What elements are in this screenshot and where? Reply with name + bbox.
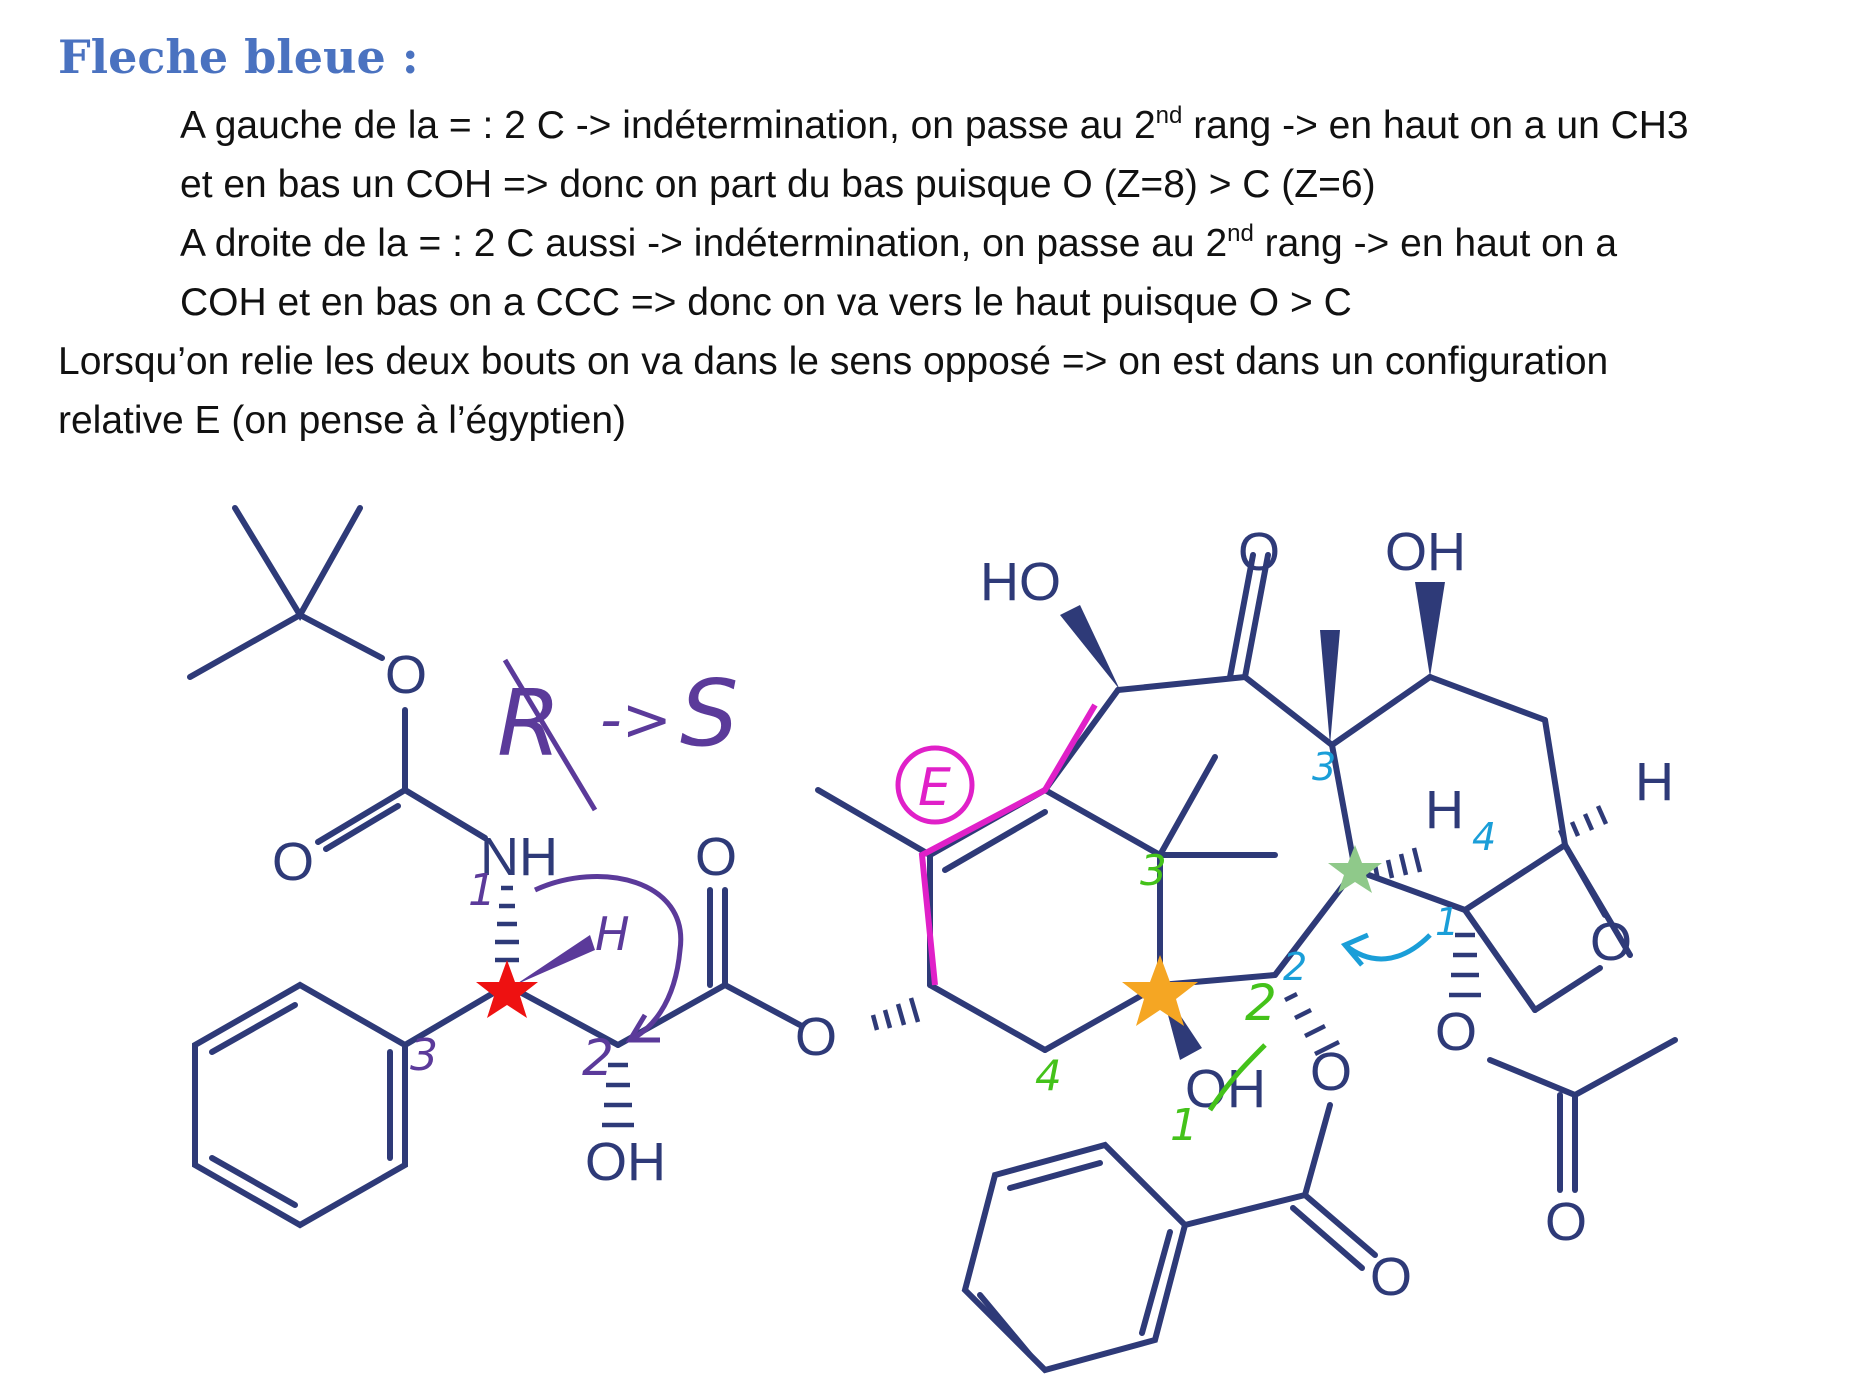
molecule-diagram: O O NH O OH O HO O OH H H O O O OH O O R… — [187, 505, 1678, 1374]
atom-o-ester-carbonyl: O — [695, 827, 737, 887]
section-title: Fleche bleue : — [58, 30, 419, 84]
atom-o-ketone: O — [1238, 522, 1280, 582]
red-star-icon — [476, 960, 538, 1018]
atom-nh: NH — [480, 827, 558, 887]
text-line-4: COH et en bas on a CCC => donc on va ver… — [180, 281, 1352, 324]
purple-priority-2: 2 — [582, 1029, 614, 1087]
superscript-nd: nd — [1155, 102, 1183, 129]
superscript-nd: nd — [1227, 220, 1254, 247]
purple-priority-3: 3 — [410, 1030, 438, 1081]
green-priority-4: 4 — [1035, 1051, 1062, 1100]
blue-priority-3: 3 — [1312, 745, 1336, 789]
green-priority-1: 1 — [1170, 1100, 1198, 1151]
purple-label-h: H — [595, 907, 630, 961]
text-line-3: A droite de la = : 2 C aussi -> indéterm… — [180, 214, 1617, 273]
text-line-3-part-a: A droite de la = : 2 C aussi -> indéterm… — [180, 222, 1228, 265]
text-line-3-part-b: rang -> en haut on a — [1253, 222, 1618, 265]
purple-priority-1: 1 — [468, 865, 496, 916]
magenta-annotations: E — [895, 703, 1098, 986]
green-annotations: 3 4 2 1 — [1035, 846, 1277, 1151]
atom-o-boc-carbonyl: O — [272, 832, 314, 892]
green-star-icon — [1328, 845, 1382, 893]
atom-ho-top: HO — [980, 552, 1061, 612]
magenta-label-e: E — [918, 758, 951, 818]
atom-o-benzoate-carbonyl: O — [1370, 1247, 1412, 1307]
green-priority-2: 2 — [1245, 974, 1277, 1032]
atom-o-oxetane: O — [1590, 912, 1632, 972]
atom-o-benzoate: O — [1310, 1042, 1352, 1102]
green-priority-3: 3 — [1140, 846, 1167, 895]
text-line-6: relative E (on pense à l’égyptien) — [58, 399, 626, 442]
atom-o-ester: O — [795, 1007, 837, 1067]
text-line-1-part-a: A gauche de la = : 2 C -> indéterminatio… — [180, 104, 1156, 147]
orange-star-icon — [1122, 955, 1198, 1026]
atom-h-middle: H — [1425, 780, 1464, 840]
text-line-5: Lorsqu’on relie les deux bouts on va dan… — [58, 340, 1609, 383]
atom-o-boc: O — [385, 645, 427, 705]
text-line-1-part-b: rang -> en haut on a un CH3 — [1182, 104, 1689, 147]
text-line-1: A gauche de la = : 2 C -> indéterminatio… — [180, 96, 1689, 155]
atom-oh-top-right: OH — [1385, 522, 1466, 582]
text-line-2: et en bas un COH => donc on part du bas … — [180, 163, 1376, 206]
purple-arrow: -> — [600, 685, 672, 755]
purple-label-s: S — [680, 660, 738, 767]
stereocenter-stars — [476, 845, 1382, 1026]
blue-priority-2: 2 — [1283, 945, 1307, 989]
atom-h-right: H — [1635, 752, 1674, 812]
atom-o-acetate-carbonyl: O — [1545, 1192, 1587, 1252]
purple-annotations: R -> S H 1 2 3 — [410, 658, 738, 1087]
blue-priority-1: 1 — [1435, 900, 1459, 944]
atom-oh-side: OH — [585, 1132, 666, 1192]
blue-annotations: 3 4 1 2 — [1283, 745, 1496, 989]
purple-label-r: R — [497, 670, 561, 777]
blue-priority-4: 4 — [1472, 815, 1496, 859]
atom-o-acetate: O — [1435, 1002, 1477, 1062]
